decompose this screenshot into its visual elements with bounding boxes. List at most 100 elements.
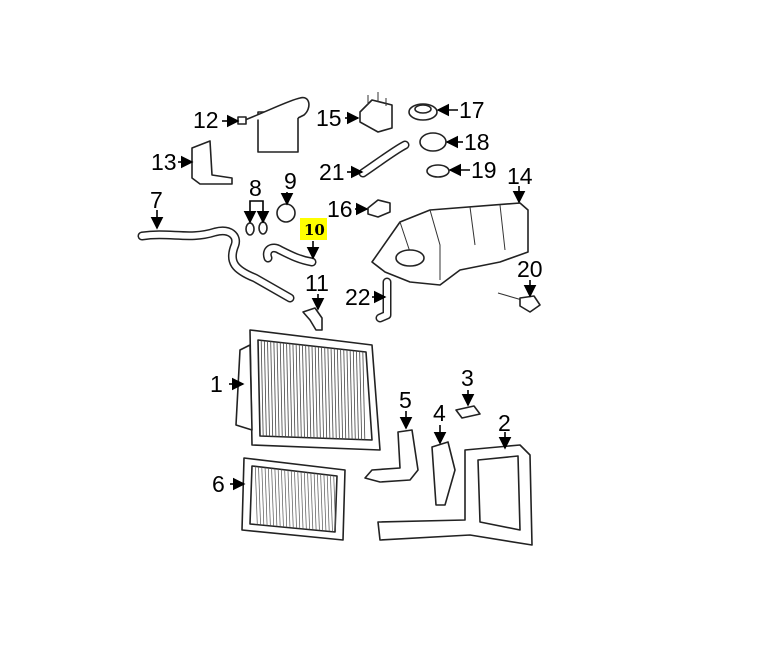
fin-line [277,469,281,527]
fin-line [314,346,318,439]
callout-5[interactable]: 5 [399,387,412,413]
fin-line [349,350,353,440]
callout-4[interactable]: 4 [433,400,446,426]
fin-line [281,469,284,527]
fin-line [300,471,304,529]
callout-2[interactable]: 2 [498,410,511,436]
callout-7[interactable]: 7 [150,187,163,213]
fin-line [273,341,277,437]
fin-line [307,472,310,530]
fin-line [323,474,327,531]
callout-3[interactable]: 3 [461,365,474,391]
callout-12[interactable]: 12 [193,107,219,133]
fin-line [271,468,274,526]
fin-line [260,340,264,437]
callout-1[interactable]: 1 [210,371,223,397]
part-1-radiator[interactable] [235,329,381,451]
callout-15[interactable]: 15 [316,105,342,131]
callout-17[interactable]: 17 [459,97,485,123]
part-21-hose[interactable] [358,140,410,178]
fin-line [313,473,317,530]
fin-line [267,467,271,526]
part-7-hose[interactable] [137,226,295,303]
leader-arrows [150,103,537,491]
callout-10[interactable]: 10 [304,221,325,239]
part-3-clip[interactable] [455,405,481,419]
fin-line [284,469,288,528]
callout-10-highlight [300,218,327,240]
part-19-o-ring[interactable] [426,164,450,178]
part-9-seal[interactable] [276,203,296,223]
part-16-cap[interactable] [367,199,391,218]
part-6-condenser[interactable] [241,457,346,541]
fin-line [295,344,299,438]
fin-line [254,466,258,525]
callout-18[interactable]: 18 [464,129,490,155]
fin-line [327,347,331,439]
callout-20[interactable]: 20 [517,256,543,282]
fin-line [274,468,278,527]
fin-line [302,344,305,438]
callout-19[interactable]: 19 [471,157,497,183]
fin-line [286,343,289,438]
fin-line [270,341,274,437]
fin-line [343,349,347,440]
fin-line [352,350,356,440]
fin-line [294,470,297,529]
part-12-harness[interactable] [237,96,310,153]
fin-line [326,474,330,532]
fin-line [337,348,340,439]
part-13-bracket[interactable] [191,140,233,185]
callout-11[interactable]: 11 [305,270,329,296]
fin-line [290,470,294,528]
fin-line [311,345,315,439]
fin-line [305,345,309,438]
callout-6[interactable]: 6 [212,471,225,497]
part-22-hose[interactable] [375,277,392,323]
part-11-fitting[interactable] [302,307,323,331]
callout-8[interactable]: 8 [249,175,262,201]
part-5-bracket[interactable] [364,429,419,483]
fin-line [261,467,265,525]
part-20-level-sensor[interactable] [497,292,541,313]
fin-line [310,472,314,530]
part-10-hose[interactable] [262,243,317,267]
fin-line [321,347,324,439]
callout-14[interactable]: 14 [507,163,533,189]
callout-21[interactable]: 21 [319,159,345,185]
callout-9[interactable]: 9 [284,168,297,194]
fin-line [264,467,268,526]
fin-line [289,343,293,438]
fin-line [362,351,366,440]
fin-line [359,351,363,440]
fin-line [340,349,343,440]
callout-16[interactable]: 16 [327,196,353,222]
part-8-o-ring[interactable] [258,221,268,235]
part-2-shroud[interactable] [377,444,533,546]
fin-line [324,347,328,439]
callout-13[interactable]: 13 [151,149,177,175]
part-18-gasket[interactable] [419,132,447,152]
fin-line [317,473,320,531]
fin-line [292,343,296,438]
fin-line [330,475,333,532]
fin-line [279,342,283,437]
fin-line [308,345,312,438]
fin-line [263,340,267,437]
fin-line [330,348,334,439]
part-15-valve-block[interactable] [359,92,393,133]
part-8-o-ring[interactable] [245,222,255,236]
fin-line [303,472,307,529]
fin-line [298,344,302,438]
fin-line [317,346,321,439]
part-4-seal[interactable] [431,441,456,506]
part-14-reservoir[interactable] [371,202,529,286]
fin-line [297,471,301,529]
fin-line [356,350,359,440]
fin-line [283,342,286,437]
fin-line [287,470,291,528]
callout-22[interactable]: 22 [345,284,371,310]
fin-line [333,348,337,439]
fin-line [320,474,324,531]
